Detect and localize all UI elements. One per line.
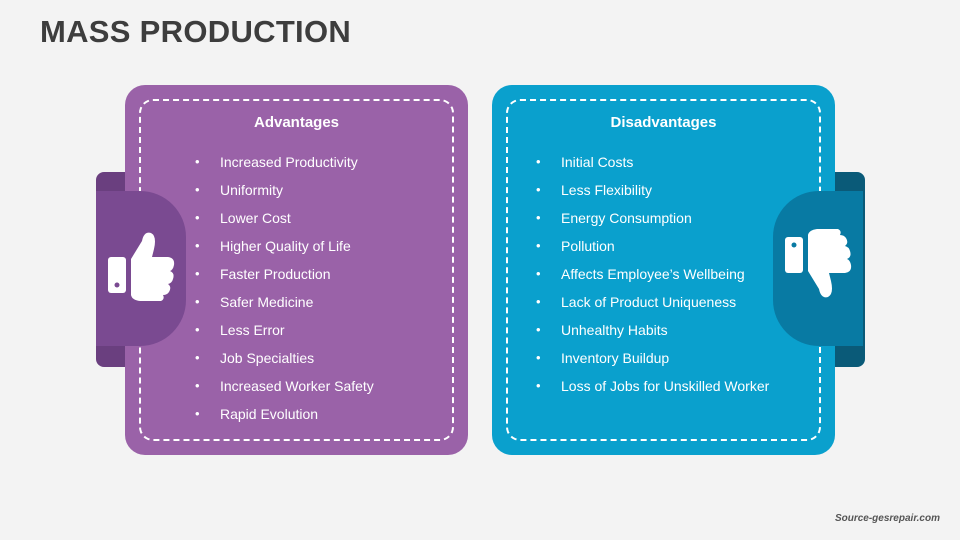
page-title: MASS PRODUCTION: [40, 14, 352, 49]
list-item: Increased Worker Safety: [195, 375, 435, 397]
advantages-list: Increased Productivity Uniformity Lower …: [195, 151, 435, 431]
list-item: Lack of Product Uniqueness: [536, 291, 776, 313]
list-item: Loss of Jobs for Unskilled Worker: [536, 375, 776, 397]
source-footer: Source-gesrepair.com: [834, 513, 940, 524]
list-item: Safer Medicine: [195, 291, 435, 313]
list-item: Unhealthy Habits: [536, 319, 776, 341]
disadvantages-list: Initial Costs Less Flexibility Energy Co…: [536, 151, 776, 403]
list-item: Inventory Buildup: [536, 347, 776, 369]
list-item: Affects Employee’s Wellbeing: [536, 263, 776, 285]
list-item: Lower Cost: [195, 207, 435, 229]
disadvantages-heading: Disadvantages: [610, 114, 717, 131]
thumbs-down-badge: [773, 191, 863, 346]
list-item: Pollution: [536, 235, 776, 257]
thumbs-up-badge: [96, 191, 186, 346]
list-item: Initial Costs: [536, 151, 776, 173]
thumbs-up-icon: [108, 232, 175, 301]
list-item: Uniformity: [195, 179, 435, 201]
list-item: Job Specialties: [195, 347, 435, 369]
list-item: Faster Production: [195, 263, 435, 285]
advantages-heading: Advantages: [253, 114, 340, 131]
list-item: Increased Productivity: [195, 151, 435, 173]
list-item: Energy Consumption: [536, 207, 776, 229]
list-item: Higher Quality of Life: [195, 235, 435, 257]
thumbs-down-icon: [785, 229, 852, 298]
list-item: Rapid Evolution: [195, 403, 435, 425]
list-item: Less Error: [195, 319, 435, 341]
list-item: Less Flexibility: [536, 179, 776, 201]
disadvantages-card: Disadvantages Initial Costs Less Flexibi…: [492, 85, 835, 455]
